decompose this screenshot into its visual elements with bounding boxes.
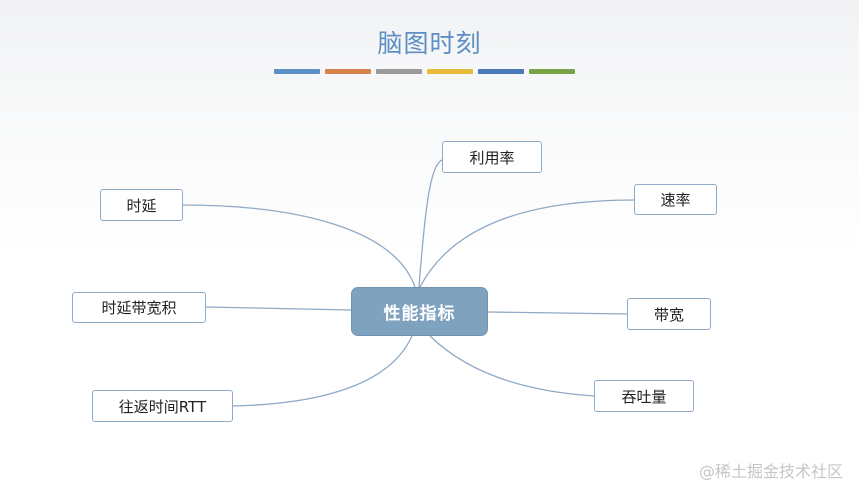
color-bar-yellow	[427, 69, 473, 74]
color-bar-gray	[376, 69, 422, 74]
color-bar-orange	[325, 69, 371, 74]
color-bar-darkblue	[478, 69, 524, 74]
node-rate[interactable]: 速率	[634, 184, 717, 215]
node-delay[interactable]: 时延	[100, 189, 183, 221]
color-bar-green	[529, 69, 575, 74]
node-throughput[interactable]: 吞吐量	[594, 380, 694, 412]
connector-rtt	[232, 335, 413, 407]
node-rtt[interactable]: 往返时间RTT	[92, 390, 233, 422]
connector-utilization	[418, 159, 444, 288]
connector-bandwidth-delay-product	[205, 306, 352, 311]
node-bandwidth-delay-product[interactable]: 时延带宽积	[72, 292, 206, 323]
connector-throughput	[429, 335, 596, 397]
node-bandwidth[interactable]: 带宽	[627, 298, 711, 330]
color-bar-blue	[274, 69, 320, 74]
center-node[interactable]: 性能指标	[351, 287, 488, 336]
title-color-bars	[274, 69, 575, 74]
connector-bandwidth	[487, 311, 629, 315]
node-utilization[interactable]: 利用率	[442, 141, 542, 173]
connector-delay	[182, 204, 416, 288]
page-title: 脑图时刻	[377, 29, 482, 58]
watermark: @稀土掘金技术社区	[698, 462, 843, 481]
connector-rate	[419, 199, 636, 288]
